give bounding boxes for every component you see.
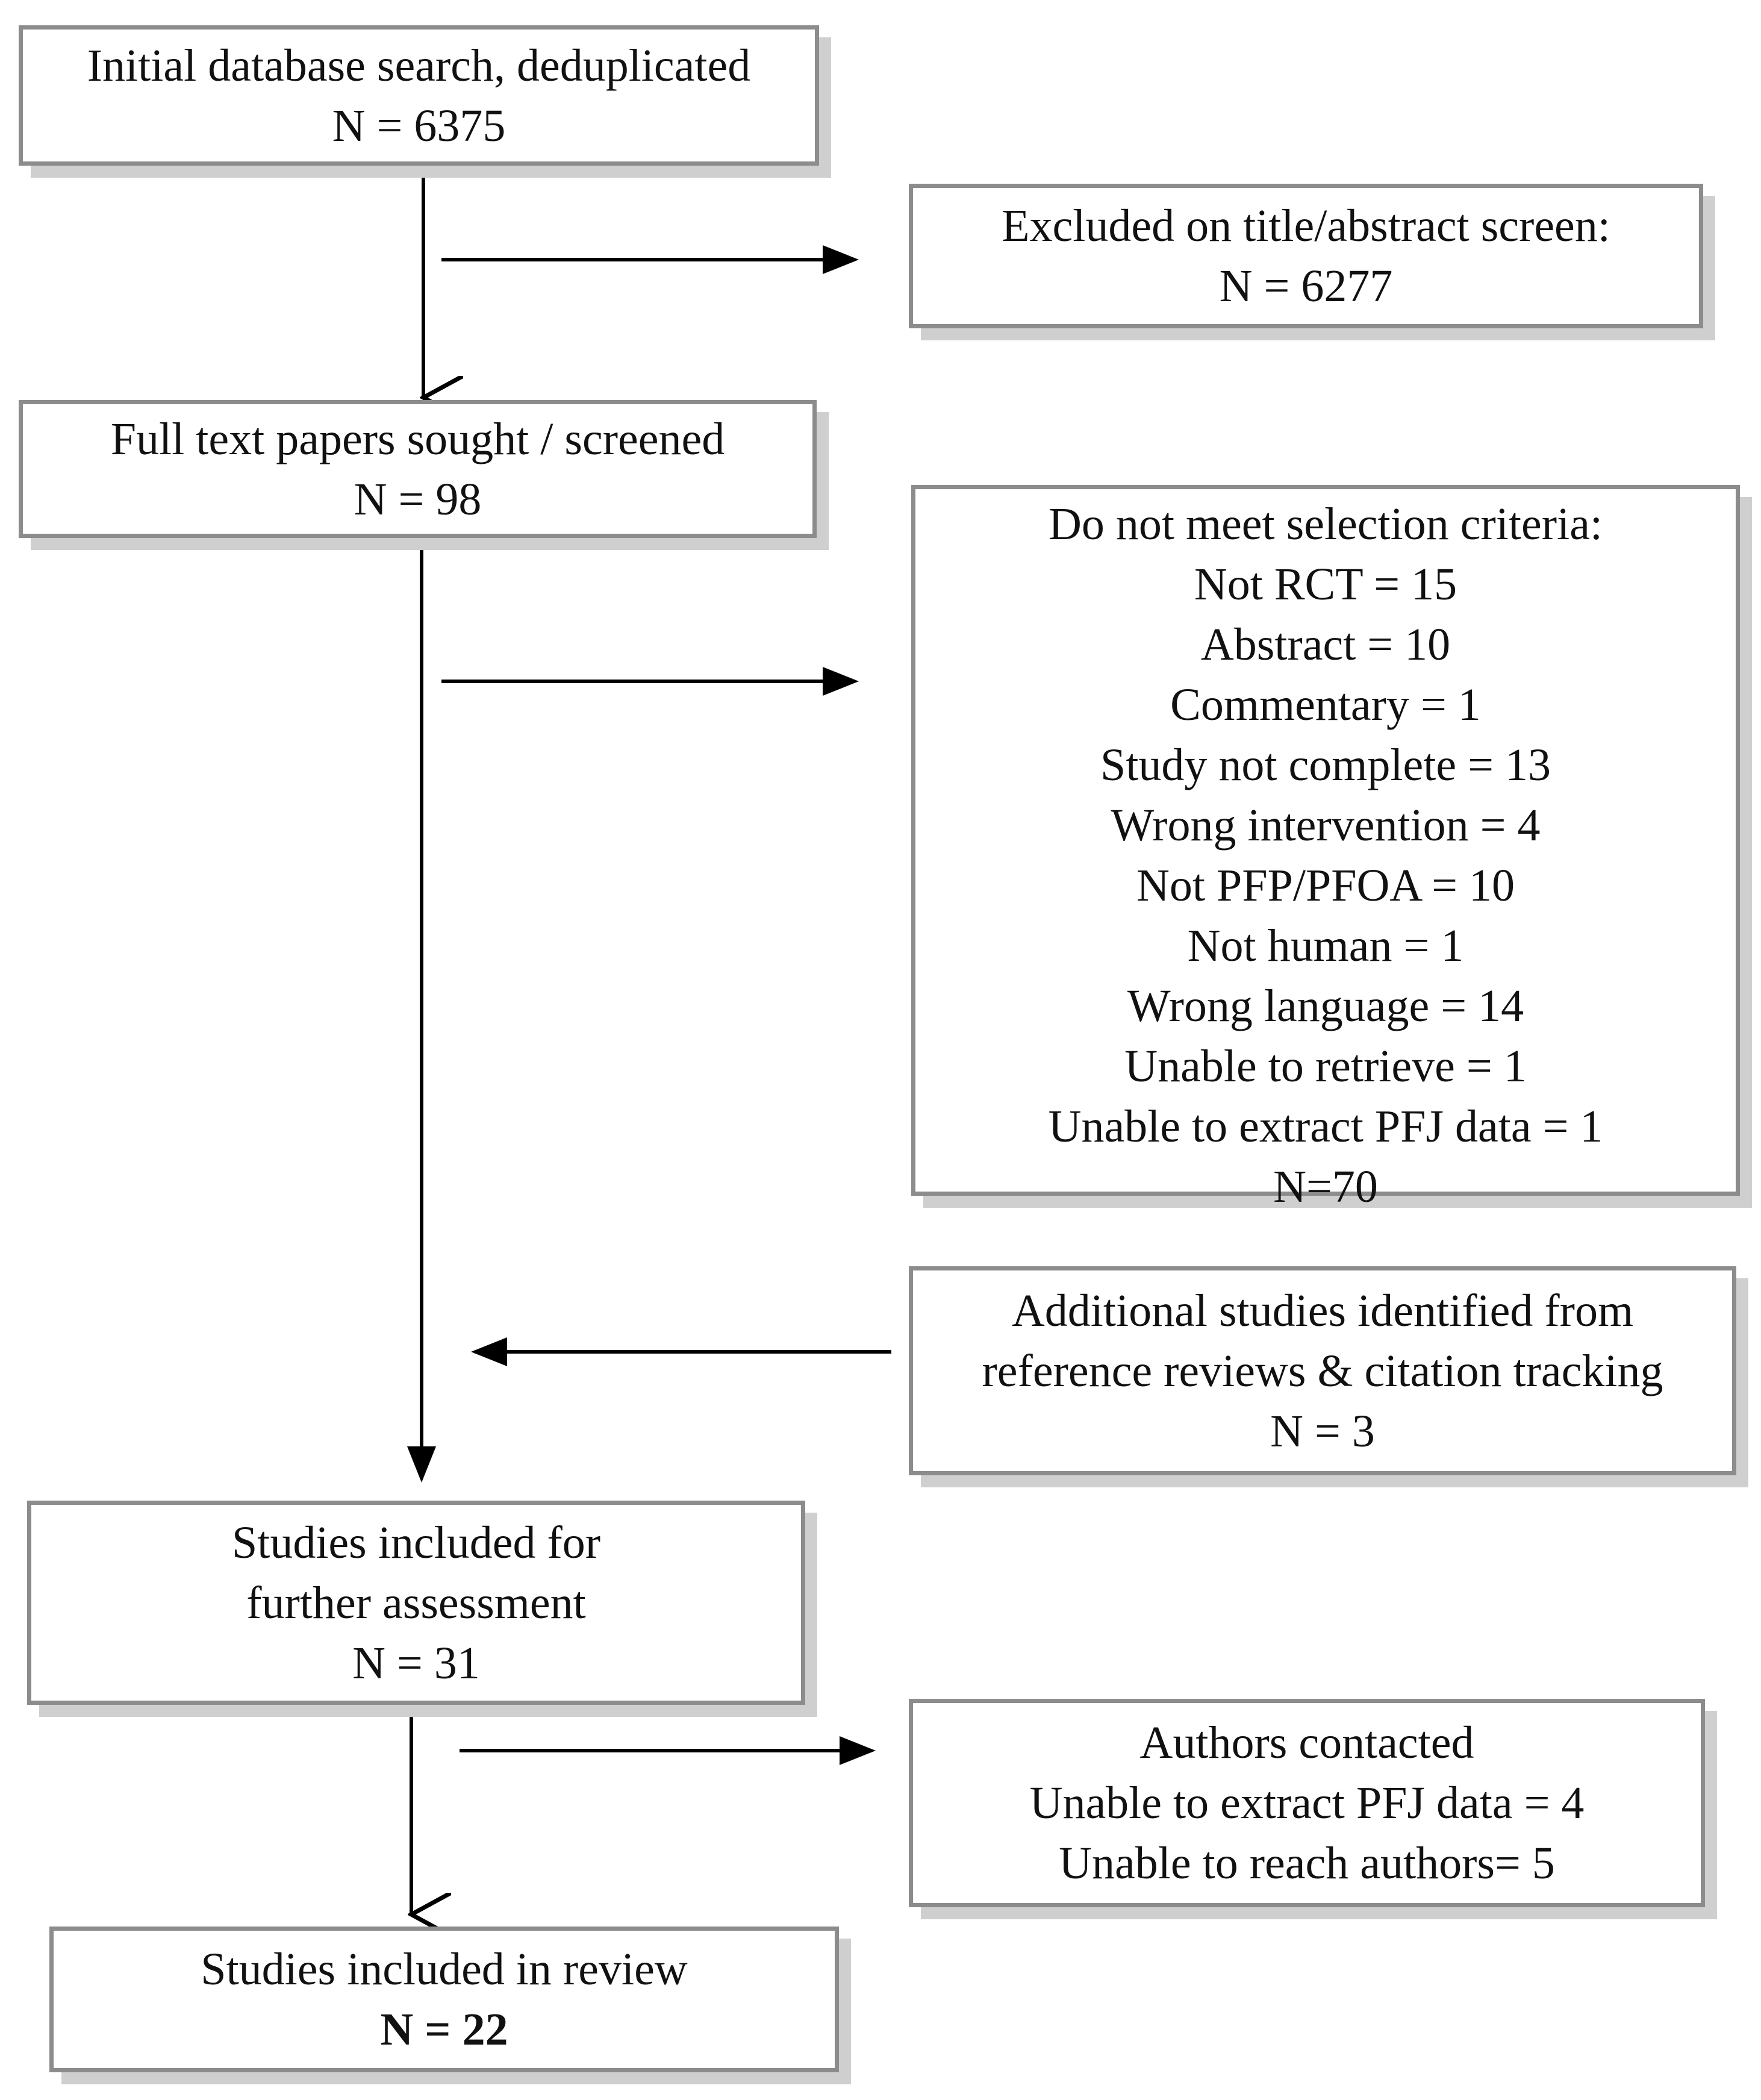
reason-item: Unable to retrieve = 1 — [1124, 1041, 1527, 1092]
initial-search-label: Initial database search, deduplicated — [87, 40, 751, 91]
additional-studies-count: N = 3 — [1270, 1405, 1375, 1457]
reason-item: Not PFP/PFOA = 10 — [1136, 860, 1515, 911]
reason-item: Unable to extract PFJ data = 1 — [1048, 1101, 1603, 1152]
full-text-box: Full text papers sought / screened N = 9… — [19, 400, 817, 538]
reason-item: Wrong intervention = 4 — [1111, 800, 1541, 851]
full-text-label: Full text papers sought / screened — [110, 413, 725, 464]
included-review-box: Studies included in review N = 22 — [49, 1927, 839, 2072]
authors-contacted-line1: Unable to extract PFJ data = 4 — [1029, 1778, 1585, 1828]
reason-item: Not RCT = 15 — [1194, 559, 1457, 610]
authors-contacted-line2: Unable to reach authors= 5 — [1059, 1838, 1555, 1889]
further-assessment-count: N = 31 — [352, 1637, 480, 1689]
included-review-count: N = 22 — [380, 2004, 508, 2055]
further-assessment-box: Studies included for further assessment … — [27, 1501, 805, 1705]
reason-item: Not human = 1 — [1187, 920, 1464, 971]
full-text-count: N = 98 — [354, 473, 482, 525]
title-abstract-excluded-label: Excluded on title/abstract screen: — [1002, 201, 1610, 251]
title-abstract-excluded-count: N = 6277 — [1219, 261, 1393, 311]
reason-item: Wrong language = 14 — [1127, 981, 1524, 1031]
not-meet-criteria-label: Do not meet selection criteria: — [1048, 499, 1603, 549]
initial-search-box: Initial database search, deduplicated N … — [19, 25, 819, 166]
not-meet-criteria-box: Do not meet selection criteria: Not RCT … — [911, 485, 1740, 1212]
not-meet-criteria-count: N=70 — [1273, 1161, 1378, 1212]
reason-item: Commentary = 1 — [1170, 680, 1481, 730]
reason-item: Abstract = 10 — [1200, 619, 1451, 670]
title-abstract-excluded-box: Excluded on title/abstract screen: N = 6… — [909, 184, 1703, 328]
reason-item: Study not complete = 13 — [1100, 740, 1551, 790]
included-review-label: Studies included in review — [201, 1944, 688, 1995]
authors-contacted-box: Authors contacted Unable to extract PFJ … — [909, 1699, 1705, 1907]
initial-search-count: N = 6375 — [332, 100, 506, 151]
further-assessment-line1: Studies included for — [231, 1517, 601, 1568]
additional-studies-box: Additional studies identified from refer… — [909, 1266, 1736, 1475]
additional-studies-line1: Additional studies identified from — [1011, 1285, 1634, 1336]
further-assessment-line2: further assessment — [246, 1577, 586, 1628]
authors-contacted-label: Authors contacted — [1139, 1717, 1474, 1768]
additional-studies-line2: reference reviews & citation tracking — [982, 1345, 1663, 1396]
